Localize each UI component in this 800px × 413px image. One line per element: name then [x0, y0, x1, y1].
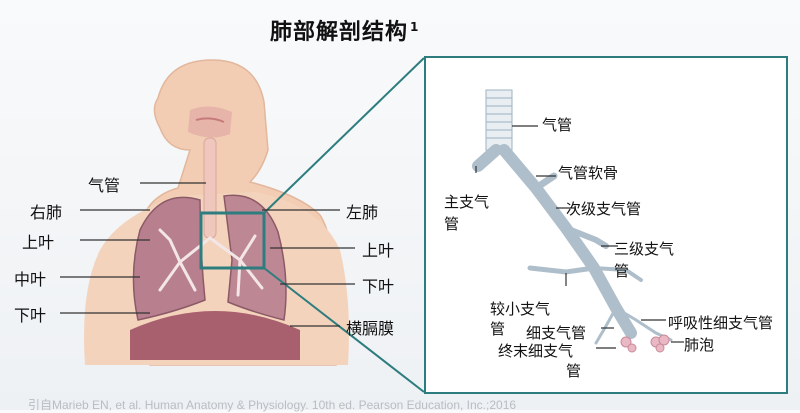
- trachea-shape: [203, 137, 217, 239]
- label-right-lung: 右肺: [30, 203, 63, 222]
- label-diaphragm: 横膈膜: [346, 319, 395, 338]
- detail-label-terminal-bronchioles-2: 管: [566, 362, 582, 380]
- detail-label-terminal-bronchioles-1: 终末细支气: [498, 342, 574, 360]
- label-left-lower-lobe: 下叶: [362, 277, 395, 296]
- detail-label-main-bronchus-1: 主支气: [444, 193, 490, 211]
- detail-label-secondary-bronchus: 次级支气管: [566, 200, 642, 218]
- detail-label-trachea: 气管: [542, 116, 573, 134]
- detail-bronchi: [472, 144, 673, 345]
- label-right-middle-lobe: 中叶: [14, 270, 47, 289]
- detail-label-respiratory-bronchioles: 呼吸性细支气管: [668, 314, 774, 332]
- citation-text: 引自Marieb EN, et al. Human Anatomy & Phys…: [28, 398, 517, 412]
- zoom-connector-bottom: [263, 267, 425, 393]
- zoom-region-box: [199, 211, 266, 270]
- detail-label-tertiary-bronchus-1: 三级支气: [614, 240, 675, 258]
- detail-label-tracheal-cartilage: 气管软骨: [558, 164, 619, 182]
- bronchial-tree-detail-panel: [424, 56, 788, 394]
- bronchial-tree-detail: [472, 89, 684, 353]
- detail-trachea: [485, 89, 513, 151]
- label-left-upper-lobe: 上叶: [362, 241, 395, 260]
- label-left-lung: 左肺: [346, 203, 379, 222]
- label-right-upper-lobe: 上叶: [22, 233, 55, 252]
- detail-alveoli: [620, 334, 670, 353]
- detail-label-bronchioles: 细支气管: [526, 324, 587, 342]
- detail-label-smaller-bronchi-1: 较小支气: [490, 300, 551, 318]
- label-right-lower-lobe: 下叶: [14, 306, 47, 325]
- body-leader-lines: [60, 182, 355, 327]
- zoom-connector-top: [263, 57, 425, 214]
- detail-label-smaller-bronchi-2: 管: [490, 320, 506, 338]
- label-trachea: 气管: [88, 176, 121, 195]
- diaphragm-shape: [130, 311, 300, 360]
- detail-leader-lines: [475, 125, 684, 349]
- detail-label-alveoli: 肺泡: [684, 336, 715, 354]
- title-footnote-marker: 1: [410, 19, 420, 34]
- detail-label-main-bronchus-2: 管: [444, 215, 460, 233]
- detail-label-tertiary-bronchus-2: 管: [614, 262, 630, 280]
